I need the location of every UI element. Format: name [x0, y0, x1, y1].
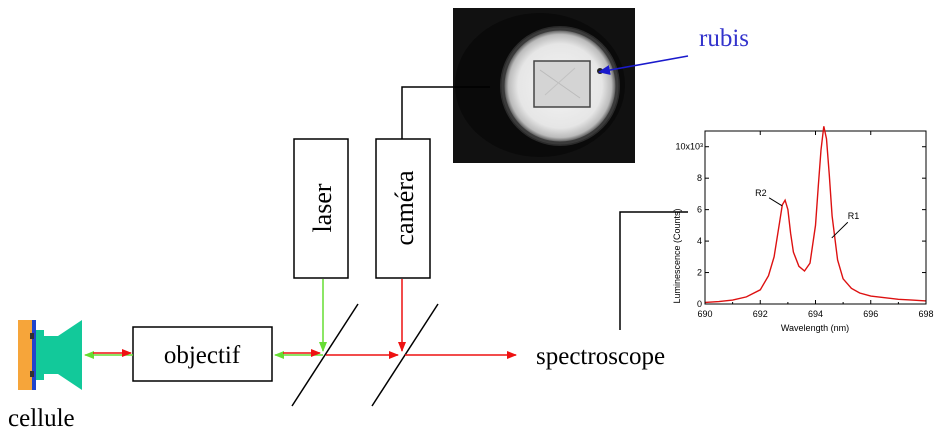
y-tick-label: 10x10³ [675, 142, 703, 152]
objectif-box: objectif [132, 326, 273, 382]
x-tick-label: 692 [753, 309, 768, 319]
annotation-r2: R2 [755, 188, 767, 198]
spectroscope-connector [619, 211, 688, 330]
objectif-label: objectif [164, 342, 241, 369]
chart-xlabel: Wavelength (nm) [781, 323, 849, 333]
y-tick-label: 0 [697, 299, 702, 309]
x-tick-label: 696 [863, 309, 878, 319]
rubis-pointer-arrow [598, 55, 689, 75]
cell-icon [18, 320, 82, 390]
annotation-r1: R1 [848, 211, 860, 221]
camera-box: caméra [375, 138, 431, 279]
chart-ylabel: Luminescence (Counts) [672, 208, 682, 303]
y-tick-label: 2 [697, 268, 702, 278]
x-tick-label: 698 [918, 309, 933, 319]
y-tick-label: 8 [697, 173, 702, 183]
camera-photo-connector [401, 86, 490, 139]
ruby-photo [453, 8, 635, 163]
annotation-r1-pointer [831, 221, 849, 239]
luminescence-spectrum-chart: 690 692 694 696 698 0 2 4 6 8 10x10³ Wavelength (n… [672, 126, 934, 333]
x-tick-label: 694 [808, 309, 823, 319]
rubis-label: rubis [699, 25, 749, 52]
beam-splitter-1 [291, 303, 359, 407]
spectroscope-label: spectroscope [536, 343, 665, 370]
annotation-r2-pointer [768, 197, 783, 207]
cellule-label: cellule [8, 405, 75, 432]
camera-label: caméra [390, 170, 419, 246]
x-tick-label: 690 [697, 309, 712, 319]
y-tick-label: 4 [697, 236, 702, 246]
spectrum-series-line [704, 126, 927, 304]
laser-box: laser [293, 138, 349, 279]
y-tick-label: 6 [697, 205, 702, 215]
laser-label: laser [308, 183, 337, 232]
